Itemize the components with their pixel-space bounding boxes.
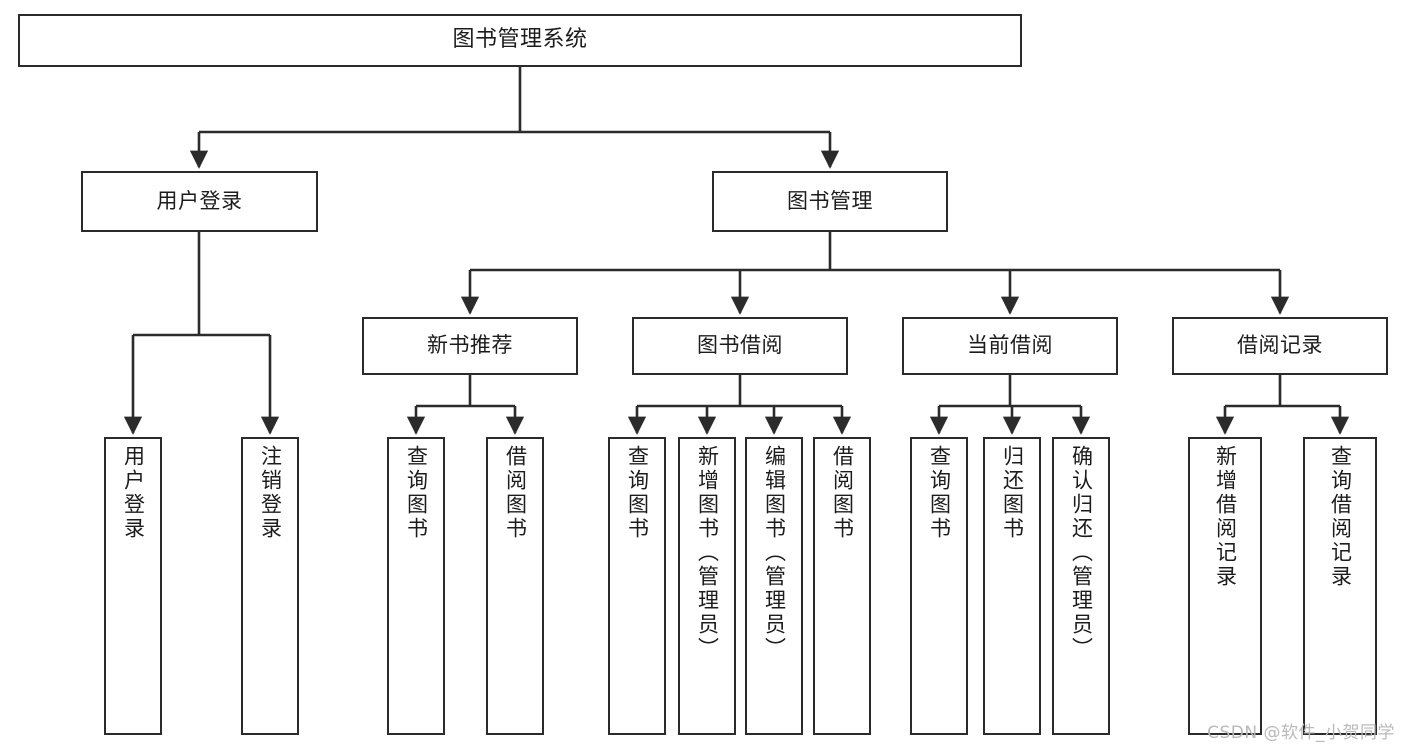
node-root[interactable]: 图书管理系统 xyxy=(18,14,1022,67)
node-level3-4[interactable]: 借阅记录 xyxy=(1172,317,1388,375)
node-level3-1[interactable]: 新书推荐 xyxy=(362,317,578,375)
node-leaf-8[interactable]: 借阅图书 xyxy=(813,437,871,735)
node-leaf-13[interactable]: 查询借阅记录 xyxy=(1303,437,1377,735)
node-leaf-11-label: 确认归还（管理员） xyxy=(1069,445,1094,661)
node-level2-1[interactable]: 用户登录 xyxy=(81,171,318,232)
node-level3-1-label: 新书推荐 xyxy=(427,333,513,358)
node-leaf-6[interactable]: 新增图书（管理员） xyxy=(678,437,736,735)
node-root-label: 图书管理系统 xyxy=(452,27,588,53)
node-leaf-7-label: 编辑图书（管理员） xyxy=(762,445,787,661)
node-leaf-12[interactable]: 新增借阅记录 xyxy=(1188,437,1262,735)
node-level2-2[interactable]: 图书管理 xyxy=(712,171,948,232)
node-level2-1-label: 用户登录 xyxy=(156,188,243,213)
node-level2-2-label: 图书管理 xyxy=(787,188,873,213)
node-leaf-4-label: 借阅图书 xyxy=(503,445,528,541)
node-leaf-1[interactable]: 用户登录 xyxy=(104,437,162,735)
node-leaf-13-label: 查询借阅记录 xyxy=(1328,445,1353,589)
node-leaf-5-label: 查询图书 xyxy=(625,445,650,541)
node-leaf-6-label: 新增图书（管理员） xyxy=(695,445,720,661)
node-leaf-9[interactable]: 查询图书 xyxy=(910,437,968,735)
node-level3-2[interactable]: 图书借阅 xyxy=(632,317,848,375)
node-leaf-2-label: 注销登录 xyxy=(258,445,283,541)
node-level3-3-label: 当前借阅 xyxy=(967,333,1053,358)
node-leaf-11[interactable]: 确认归还（管理员） xyxy=(1052,437,1110,735)
node-leaf-9-label: 查询图书 xyxy=(927,445,952,541)
node-leaf-3[interactable]: 查询图书 xyxy=(387,437,445,735)
node-leaf-12-label: 新增借阅记录 xyxy=(1213,445,1238,589)
node-leaf-2[interactable]: 注销登录 xyxy=(241,437,299,735)
node-level3-3[interactable]: 当前借阅 xyxy=(902,317,1118,375)
node-leaf-7[interactable]: 编辑图书（管理员） xyxy=(745,437,803,735)
node-leaf-10-label: 归还图书 xyxy=(1000,445,1025,541)
node-leaf-5[interactable]: 查询图书 xyxy=(608,437,666,735)
node-leaf-4[interactable]: 借阅图书 xyxy=(486,437,544,735)
node-leaf-1-label: 用户登录 xyxy=(121,445,146,541)
node-leaf-10[interactable]: 归还图书 xyxy=(983,437,1041,735)
node-level3-4-label: 借阅记录 xyxy=(1237,333,1323,358)
node-leaf-3-label: 查询图书 xyxy=(404,445,429,541)
node-leaf-8-label: 借阅图书 xyxy=(830,445,855,541)
watermark: CSDN @软件_小贺同学 xyxy=(1207,723,1395,743)
node-level3-2-label: 图书借阅 xyxy=(697,333,783,358)
